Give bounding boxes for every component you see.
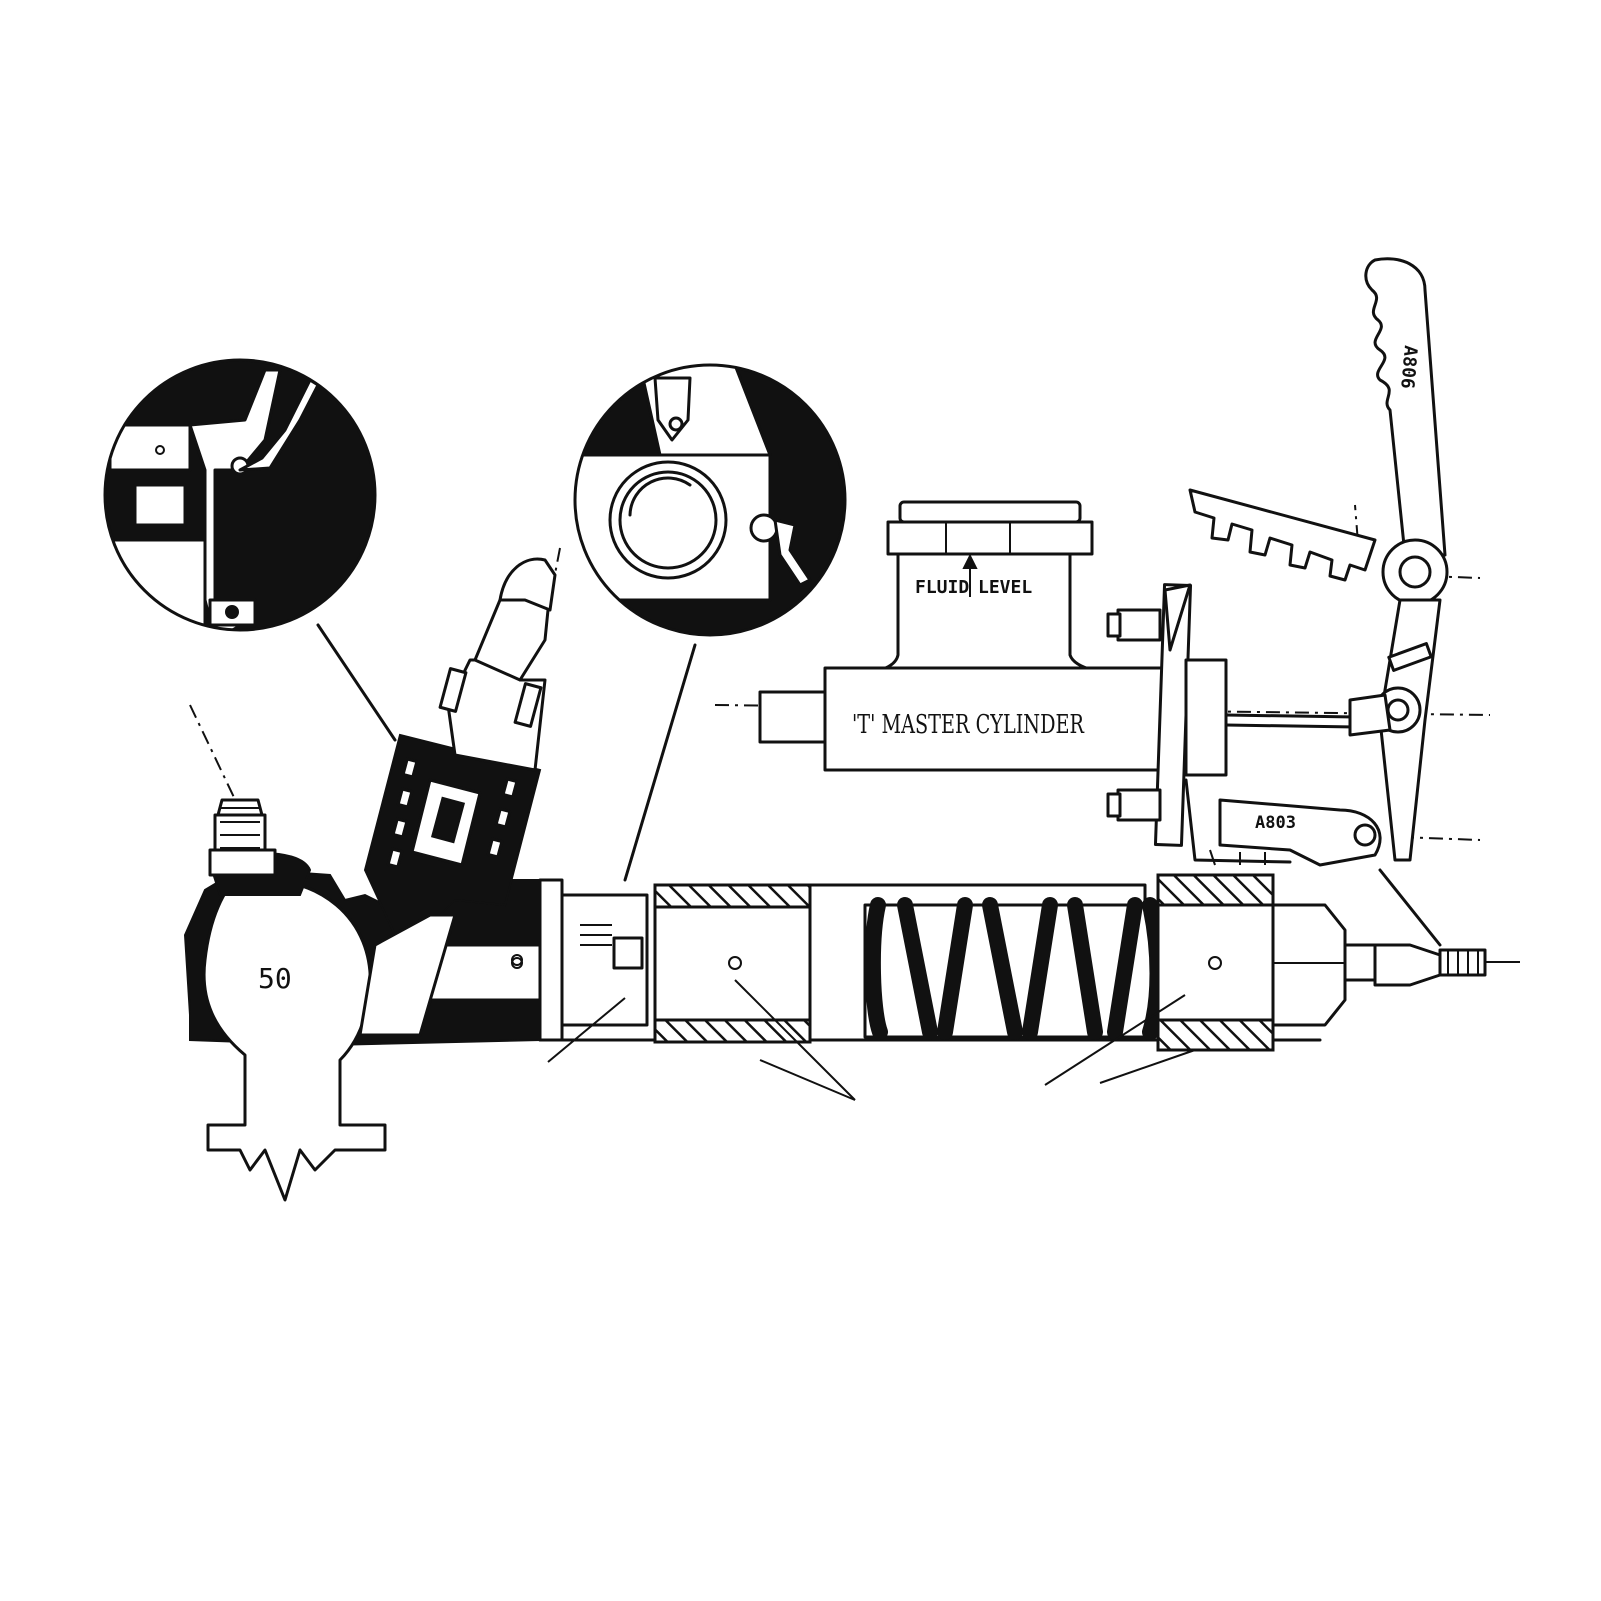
part-label-50: 50 xyxy=(258,962,292,995)
cylinder-barrel xyxy=(653,883,1147,1044)
pushrod-adjuster xyxy=(1343,943,1520,987)
clamp-nut-assembly xyxy=(208,798,312,896)
part-label-a806: A806 xyxy=(1396,345,1421,390)
callout-leaders xyxy=(547,979,1196,1101)
label-fluid: FLUID xyxy=(915,577,969,598)
label-master-cylinder: 'T' MASTER CYLINDER xyxy=(852,710,1085,740)
pivot-body-50: 50 xyxy=(202,877,387,1202)
angled-bleed-assembly xyxy=(358,557,557,1037)
housing-port xyxy=(511,957,523,969)
return-spring xyxy=(863,897,1166,1040)
cylinder-flange xyxy=(538,878,649,1042)
detail-circle-left xyxy=(103,358,377,632)
leader-line-middle-detail xyxy=(623,643,697,882)
pedal-linkage: A806 A803 xyxy=(1188,257,1449,947)
end-bushing xyxy=(1156,873,1347,1052)
leader-line-left-detail xyxy=(316,623,397,742)
detail-circle-middle xyxy=(573,363,847,637)
part-label-a803: A803 xyxy=(1255,813,1296,833)
label-level: LEVEL xyxy=(978,577,1032,598)
master-cylinder: FLUID LEVEL 'T' MASTER CYLINDER xyxy=(758,500,1357,866)
